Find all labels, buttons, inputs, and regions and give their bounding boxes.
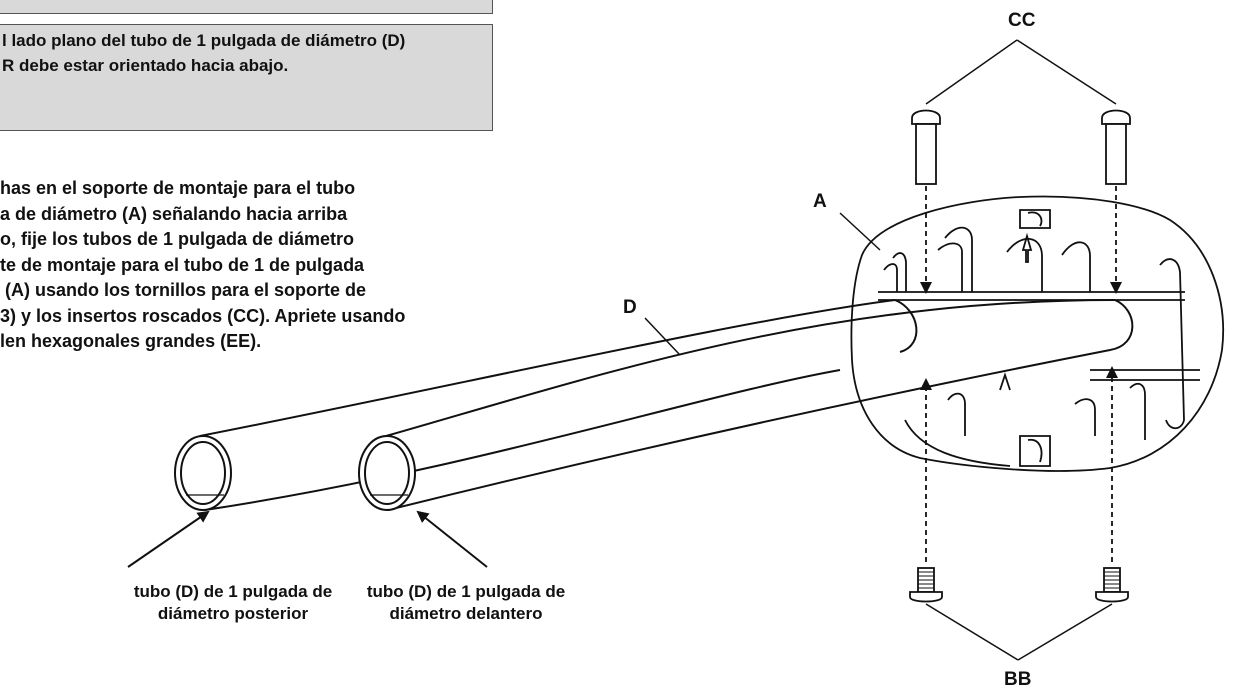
note-line-2: R debe estar orientado hacia abajo. (2, 56, 289, 75)
assembly-lines (920, 186, 1122, 562)
caption-front-line-2: diámetro delantero (389, 604, 543, 623)
instruction-line-2: a de diámetro (A) señalando hacia arriba (0, 203, 348, 224)
mounting-screws-bb (909, 567, 1129, 603)
note-text: l lado plano del tubo de 1 pulgada de di… (2, 28, 405, 78)
caption-rear-line-1: tubo (D) de 1 pulgada de (133, 582, 333, 601)
label-d: D (623, 297, 637, 318)
caption-front-line-1: tubo (D) de 1 pulgada de (366, 582, 566, 601)
rear-tube-end (174, 435, 232, 511)
caption-rear-line-2: diámetro posterior (157, 604, 309, 623)
tube-mount-bracket (850, 195, 1224, 472)
label-bb: BB (1004, 669, 1032, 690)
caption-rear-tube: tubo (D) de 1 pulgada de diámetro poster… (113, 581, 353, 625)
tubes (174, 299, 1134, 511)
instruction-line-6: 3) y los insertos roscados (CC). Apriete… (0, 305, 406, 326)
top-note-box-edge (0, 0, 493, 14)
leader-lines (644, 39, 1117, 661)
instructions-text: has en el soporte de montaje para el tub… (0, 176, 405, 355)
threaded-inserts-cc (911, 109, 1131, 185)
label-cc: CC (1008, 10, 1036, 31)
label-a: A (813, 191, 827, 212)
instruction-line-1: has en el soporte de montaje para el tub… (0, 178, 356, 198)
instruction-line-5: (A) usando los tornillos para el soporte… (0, 280, 367, 300)
note-box (0, 24, 493, 131)
caption-arrows (127, 510, 488, 568)
front-tube-end (358, 435, 416, 511)
note-line-1: l lado plano del tubo de 1 pulgada de di… (2, 31, 406, 50)
caption-front-tube: tubo (D) de 1 pulgada de diámetro delant… (346, 581, 586, 625)
instruction-line-4: te de montaje para el tubo de 1 de pulga… (0, 254, 365, 275)
instruction-line-7: len hexagonales grandes (EE). (0, 331, 262, 351)
instruction-line-3: o, fije los tubos de 1 pulgada de diámet… (0, 229, 355, 249)
